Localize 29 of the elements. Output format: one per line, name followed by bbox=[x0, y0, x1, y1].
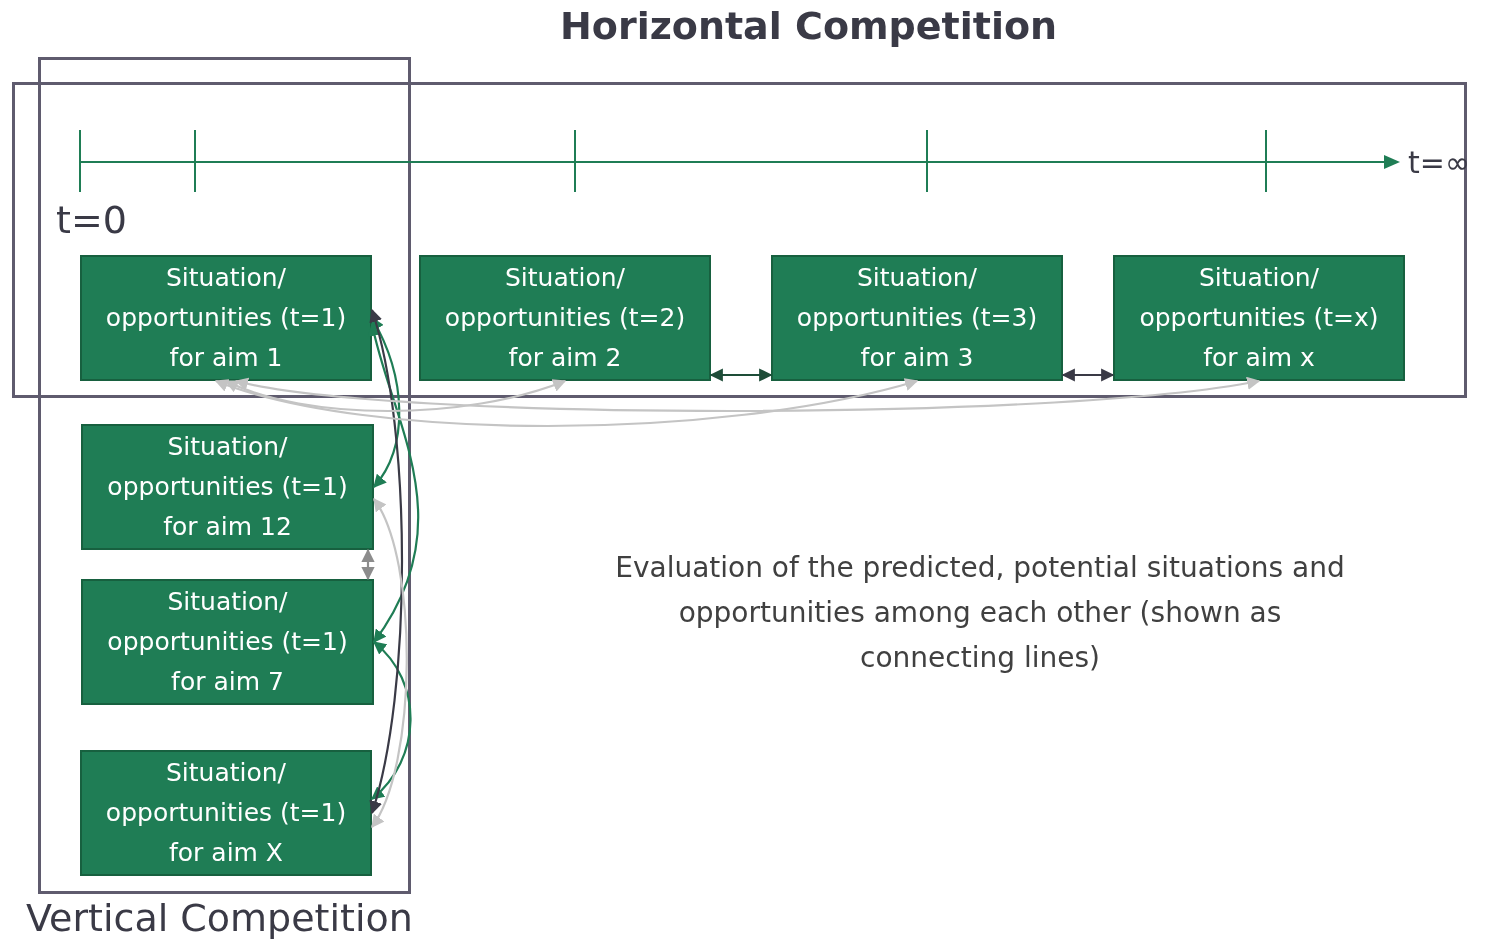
connector-arrow bbox=[368, 308, 404, 815]
connector-arrow bbox=[371, 641, 412, 800]
box-label: Situation/ opportunities (t=3) for aim 3 bbox=[795, 262, 1039, 374]
situation-box bbox=[771, 255, 1063, 381]
competition-frame bbox=[12, 82, 1467, 398]
time-label: t=0 bbox=[56, 198, 127, 243]
connector-arrow bbox=[214, 377, 919, 428]
note-text: Evaluation of the predicted, potential situations and opportunities among each other (shown as connecting lines) bbox=[614, 550, 1346, 676]
box-label: Situation/ opportunities (t=x) for aim x bbox=[1138, 262, 1380, 374]
situation-box bbox=[80, 255, 372, 381]
competition-frame bbox=[38, 57, 411, 894]
box-label: Situation/ opportunities (t=1) for aim 12 bbox=[106, 431, 349, 543]
situation-box bbox=[1113, 255, 1405, 381]
connector-arrow bbox=[361, 548, 375, 581]
box-label: Situation/ opportunities (t=1) for aim 7 bbox=[106, 586, 349, 698]
frame-heading: Horizontal Competition bbox=[560, 4, 1058, 48]
connector-arrow bbox=[709, 368, 773, 382]
box-label: Situation/ opportunities (t=1) for aim X bbox=[104, 757, 348, 869]
situation-box bbox=[419, 255, 711, 381]
connector-arrow bbox=[234, 376, 1261, 413]
box-label: Situation/ opportunities (t=1) for aim 1 bbox=[104, 262, 348, 374]
situation-box bbox=[81, 424, 374, 550]
connector-arrow bbox=[368, 322, 419, 644]
situation-box bbox=[81, 579, 374, 705]
connector-arrow bbox=[1061, 368, 1115, 382]
situation-box bbox=[80, 750, 372, 876]
box-label: Situation/ opportunities (t=2) for aim 2 bbox=[443, 262, 687, 374]
connector-arrow bbox=[371, 497, 408, 829]
frame-heading: Vertical Competition bbox=[26, 896, 413, 940]
